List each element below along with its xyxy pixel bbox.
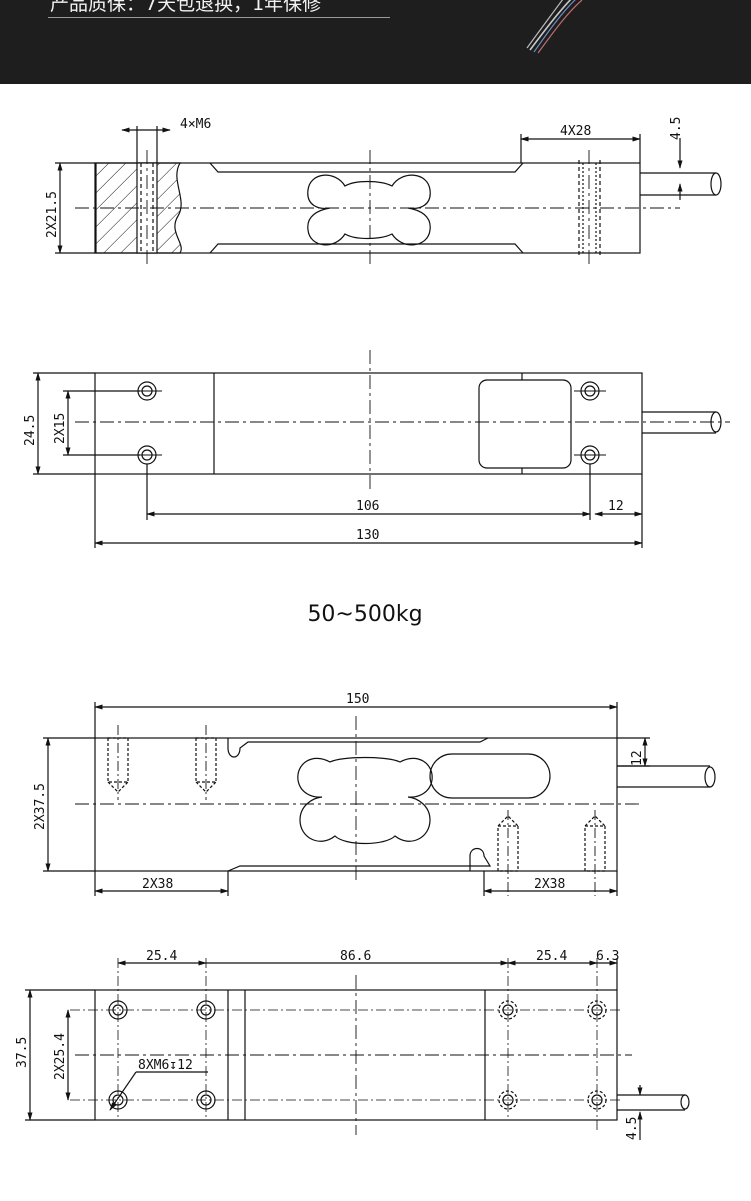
banner-underline <box>48 17 390 18</box>
d2-edge-label: 12 <box>608 499 624 514</box>
d3-height-label: 2X37.5 <box>33 783 48 830</box>
d2-hole-pitch-label: 106 <box>356 499 379 514</box>
d4-end-label: 6.3 <box>596 949 619 964</box>
warranty-text: 产品质保：7天包退换，1年保修 <box>50 0 322 15</box>
d4-center-label: 86.6 <box>340 949 371 964</box>
header-banner: 产品质保：7天包退换，1年保修 <box>0 0 751 84</box>
d4-left-edge-label: 25.4 <box>146 949 177 964</box>
d1-hole-spacing-label: 4X28 <box>560 124 591 139</box>
technical-drawing: 4×M6 4X28 4.5 2X21.5 24.5 2X15 106 12 13… <box>15 117 730 1140</box>
d2-body <box>94 372 643 475</box>
d2-hole-spacing-label: 2X15 <box>53 413 68 444</box>
drawing4-top-view <box>25 958 690 1140</box>
d1-cable-offset-label: 4.5 <box>669 117 684 140</box>
d3-right-spacing-label: 2X38 <box>534 877 565 892</box>
d1-binocular-bore <box>307 174 431 246</box>
capacity-caption: 50~500kg <box>307 602 422 627</box>
d3-slot <box>429 753 551 799</box>
d3-left-spacing-label: 2X38 <box>142 877 173 892</box>
drawing3-side-view <box>43 702 716 896</box>
d1-height-label: 2X21.5 <box>45 191 60 238</box>
d1-thread-label: 4×M6 <box>180 117 211 132</box>
d4-thread-label: 8XM6↧12 <box>138 1058 193 1073</box>
d2-cable <box>642 411 716 434</box>
d4-right-edge-label: 25.4 <box>536 949 567 964</box>
d4-height-label: 37.5 <box>15 1037 30 1068</box>
d4-cable <box>617 1094 685 1111</box>
drawing1-side-view <box>55 126 722 268</box>
d2-length-label: 130 <box>356 528 379 543</box>
d4-cable-offset-label: 4.5 <box>625 1117 640 1140</box>
d3-binocular-bore <box>297 756 433 845</box>
d3-length-label: 150 <box>346 692 369 707</box>
d4-hole-spacing-label: 2X25.4 <box>53 1033 68 1080</box>
d3-cable <box>617 765 710 788</box>
d1-cable <box>640 172 716 196</box>
d3-cable-offset-label: 12 <box>630 750 645 766</box>
cable-wires-graphic <box>526 0 583 54</box>
drawing2-top-view <box>33 350 730 548</box>
d2-height-label: 24.5 <box>23 415 38 446</box>
d2-strain-gauge-pad <box>478 379 572 469</box>
